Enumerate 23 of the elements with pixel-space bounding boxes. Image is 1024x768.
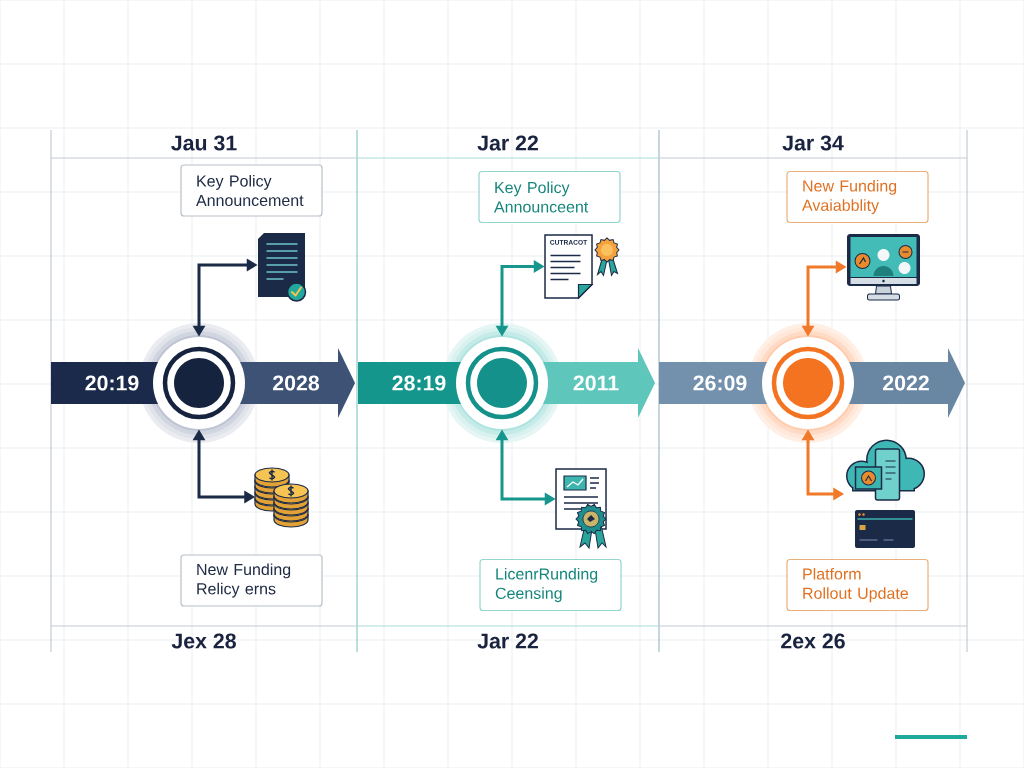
date-label: Jau 31	[171, 135, 237, 151]
monitor-icon	[847, 234, 920, 301]
coins-icon	[254, 467, 309, 528]
event-box: Key Policy Announcement	[180, 164, 323, 217]
date-label: Jar 34	[782, 135, 844, 151]
report-icon	[555, 468, 607, 549]
date-label: Jar 22	[477, 633, 538, 649]
cloud-icon	[846, 439, 925, 548]
date-label: Jex 28	[171, 633, 236, 649]
node-label: 28:19	[392, 375, 446, 391]
node-label: 20:19	[85, 375, 139, 391]
event-box: New Funding Relicy erns	[180, 554, 323, 607]
date-label: 2ex 26	[781, 633, 845, 649]
date-label: Jar 22	[477, 135, 538, 151]
milestone-circle	[762, 337, 854, 429]
event-box: Platform Rollout Update	[786, 558, 929, 612]
node-label: 26:09	[693, 375, 747, 391]
event-box: LicenrRunding Ceensing	[479, 558, 622, 612]
event-box: Key Policy Announceent	[478, 170, 621, 224]
milestone-circle	[153, 337, 245, 429]
event-box: New Funding Avaiabblity	[786, 170, 929, 224]
document-icon	[258, 233, 307, 302]
milestone-circle	[456, 337, 548, 429]
